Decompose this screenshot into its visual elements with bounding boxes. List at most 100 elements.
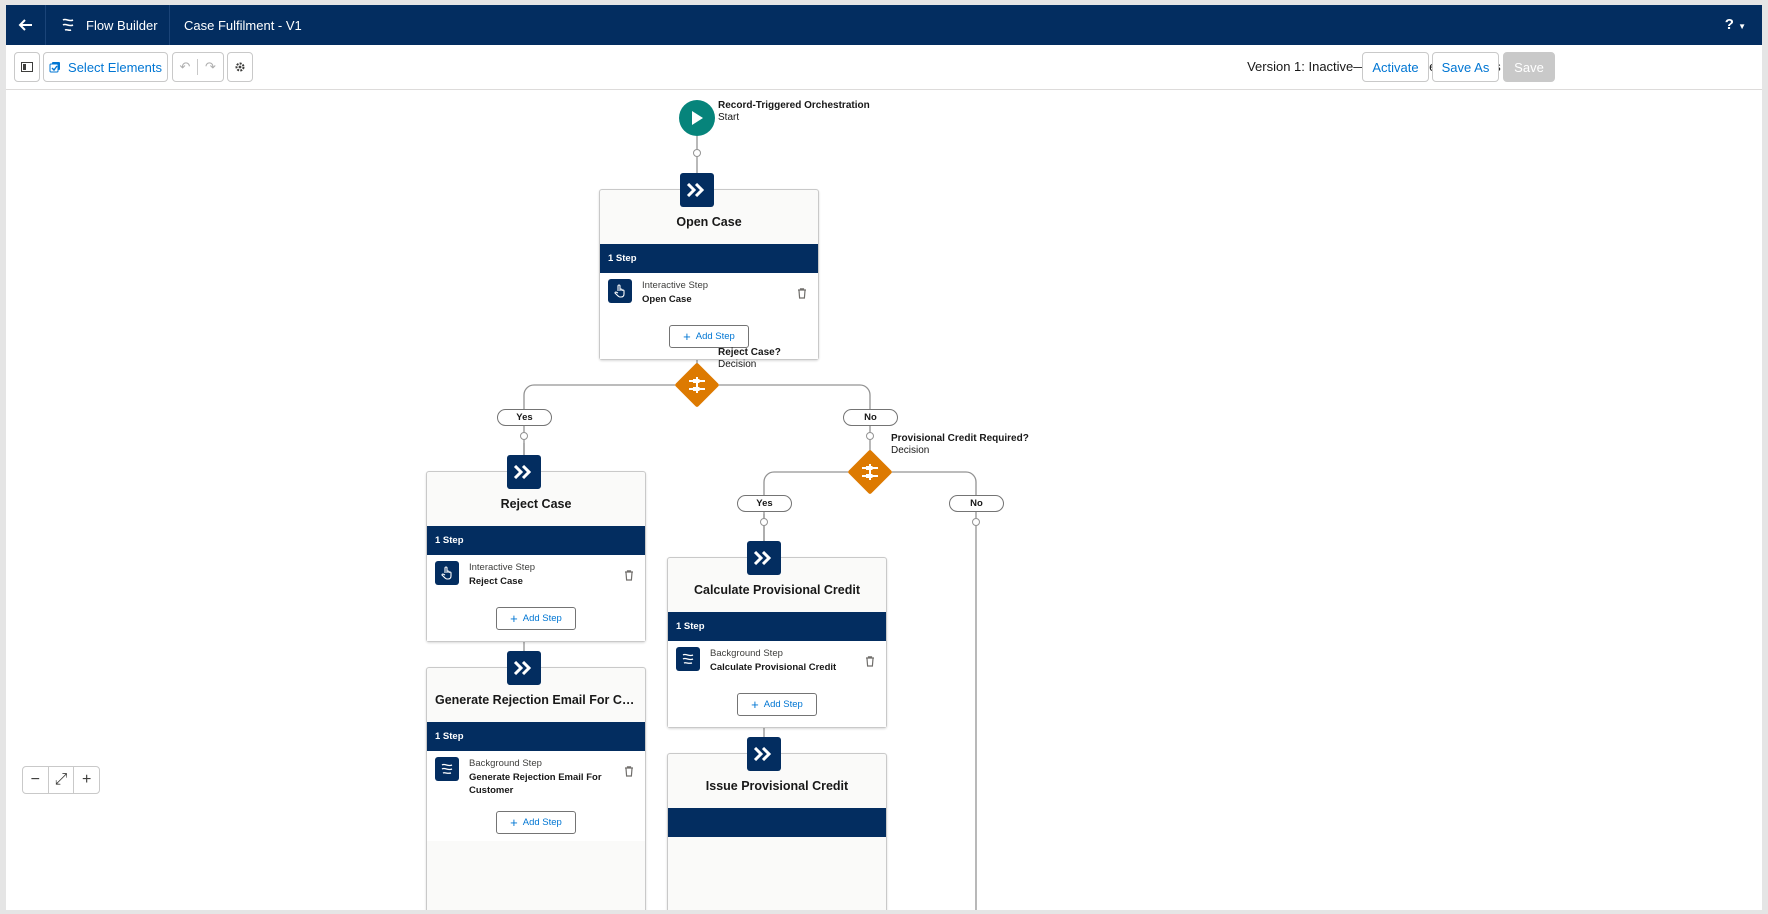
plus-icon: + (510, 814, 518, 830)
zoom-out-button[interactable]: − (23, 767, 49, 793)
step-item[interactable]: Background Step Calculate Provisional Cr… (668, 641, 886, 689)
arrow-left-icon (18, 19, 32, 31)
gear-icon (235, 62, 245, 72)
fit-to-view-button[interactable]: ⤢ (49, 767, 75, 793)
outcome-yes-pill[interactable]: Yes (737, 495, 792, 512)
add-step-button[interactable]: + Add Step (737, 693, 817, 716)
chevron-down-icon: ▼ (1738, 22, 1746, 31)
save-button[interactable]: Save (1503, 52, 1555, 82)
stage-icon (747, 541, 781, 575)
step-type: Background Step (469, 758, 542, 769)
chevron-right-double-icon (513, 465, 532, 479)
step-count: 1 Step (600, 244, 818, 273)
select-elements-label: Select Elements (68, 59, 162, 75)
activate-button[interactable]: Activate (1362, 52, 1429, 82)
decision-subtitle: Decision (891, 445, 930, 456)
activate-label: Activate (1372, 59, 1419, 75)
chevron-right-double-icon (513, 661, 532, 675)
plus-icon: + (751, 696, 759, 712)
start-label: Record-Triggered Orchestration Start (718, 100, 870, 124)
outcome-no-pill[interactable]: No (949, 495, 1004, 512)
stage-open-case[interactable]: Open Case 1 Step Interactive Step Open C… (599, 189, 819, 360)
outcome-yes-pill[interactable]: Yes (497, 409, 552, 426)
step-count-band (668, 808, 886, 837)
flow-canvas[interactable]: Record-Triggered Orchestration Start Ope… (6, 90, 1762, 910)
step-item[interactable]: Interactive Step Open Case (600, 273, 818, 321)
chevron-right-double-icon (686, 183, 705, 197)
toggle-panel-button[interactable] (14, 52, 40, 82)
save-as-label: Save As (1441, 59, 1490, 75)
add-step-button[interactable]: + Add Step (496, 607, 576, 630)
delete-icon[interactable] (796, 287, 808, 299)
background-step-icon (435, 757, 459, 781)
decision-title: Reject Case? (718, 347, 781, 358)
settings-button[interactable] (227, 52, 253, 82)
step-item[interactable]: Interactive Step Reject Case (427, 555, 645, 603)
back-button[interactable] (6, 5, 46, 45)
hand-pointer-icon (435, 561, 459, 585)
chevron-right-double-icon (753, 747, 772, 761)
app-name: Flow Builder (86, 17, 158, 33)
help-label: ? (1724, 16, 1734, 33)
redo-icon[interactable]: ↷ (205, 59, 216, 74)
zoom-controls: − ⤢ + (22, 766, 100, 794)
add-step-label: Add Step (522, 613, 562, 624)
delete-icon[interactable] (623, 569, 635, 581)
step-count: 1 Step (668, 612, 886, 641)
start-title: Record-Triggered Orchestration (718, 100, 870, 111)
flow-icon (62, 18, 74, 32)
stage-icon (507, 651, 541, 685)
start-subtitle: Start (718, 112, 740, 123)
stage-icon (680, 173, 714, 207)
stage-calculate-credit[interactable]: Calculate Provisional Credit 1 Step Back… (667, 557, 887, 728)
step-name: Reject Case (469, 576, 523, 587)
step-type: Interactive Step (642, 280, 709, 291)
select-icon (49, 62, 61, 73)
zoom-in-button[interactable]: + (82, 771, 92, 788)
select-elements-button[interactable]: Select Elements (43, 52, 168, 82)
stage-generate-email[interactable]: Generate Rejection Email For Cus... 1 St… (426, 667, 646, 910)
stage-reject-case[interactable]: Reject Case 1 Step Interactive Step Reje… (426, 471, 646, 642)
decision-title: Provisional Credit Required? (891, 433, 1029, 444)
start-node[interactable] (679, 100, 715, 136)
step-type: Background Step (710, 648, 783, 659)
undo-redo-group: ↶ ↷ (172, 52, 224, 82)
play-icon (692, 111, 703, 125)
decision-credit-label: Provisional Credit Required? Decision (891, 433, 1029, 457)
add-step-button[interactable]: + Add Step (669, 325, 749, 348)
plus-icon: + (510, 610, 518, 626)
step-count: 1 Step (427, 722, 645, 751)
panel-icon (21, 62, 33, 72)
add-step-label: Add Step (695, 331, 735, 342)
decision-reject-label: Reject Case? Decision (718, 347, 781, 371)
step-type: Interactive Step (469, 562, 536, 573)
undo-icon[interactable]: ↶ (173, 59, 199, 75)
step-name: Generate Rejection Email For Customer (469, 772, 602, 796)
add-step-label: Add Step (763, 699, 803, 710)
help-menu[interactable]: ? ▼ (1725, 16, 1746, 33)
toolbar: Select Elements ↶ ↷ Version 1: Inactive—… (6, 45, 1762, 90)
step-name: Calculate Provisional Credit (710, 662, 837, 673)
add-step-label: Add Step (522, 817, 562, 828)
step-item[interactable]: Background Step Generate Rejection Email… (427, 751, 645, 803)
outcome-no-pill[interactable]: No (843, 409, 898, 426)
chevron-right-double-icon (753, 551, 772, 565)
hand-pointer-icon (608, 279, 632, 303)
delete-icon[interactable] (864, 655, 876, 667)
delete-icon[interactable] (623, 765, 635, 777)
save-label: Save (1514, 59, 1544, 75)
stage-issue-credit[interactable]: Issue Provisional Credit (667, 753, 887, 910)
save-as-button[interactable]: Save As (1432, 52, 1499, 82)
add-step-button[interactable]: + Add Step (496, 811, 576, 834)
app-identity: Flow Builder (46, 5, 170, 45)
flow-title: Case Fulfilment - V1 (184, 18, 302, 33)
decision-icon (862, 464, 878, 480)
background-step-icon (676, 647, 700, 671)
step-count: 1 Step (427, 526, 645, 555)
stage-icon (507, 455, 541, 489)
stage-icon (747, 737, 781, 771)
plus-icon: + (683, 328, 691, 344)
step-name: Open Case (642, 294, 692, 305)
decision-subtitle: Decision (718, 359, 757, 370)
decision-icon (689, 377, 705, 393)
